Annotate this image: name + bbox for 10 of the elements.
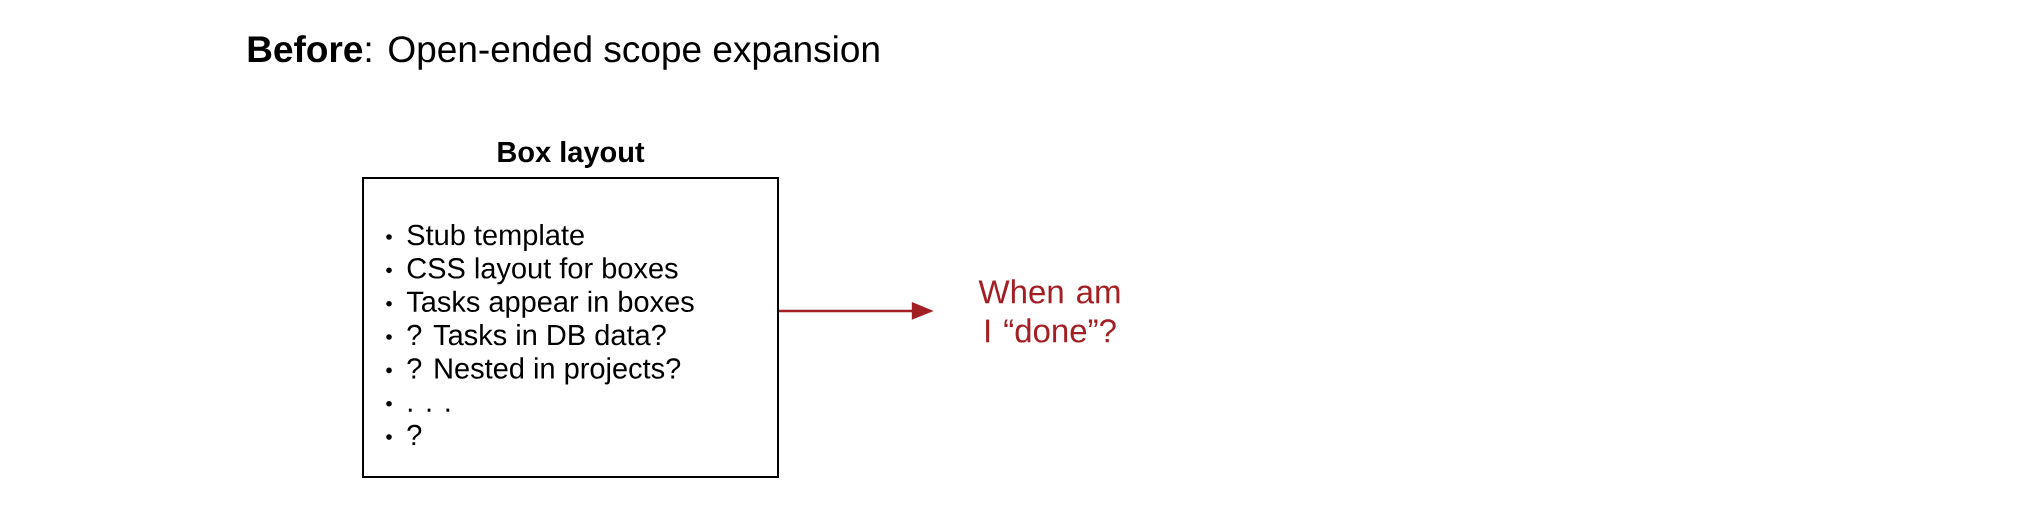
list-item: . . . bbox=[408, 408, 450, 412]
list-item: ? Nested in projects? bbox=[407, 357, 681, 385]
list-item: Stub template bbox=[407, 223, 584, 251]
title: Before: Open-ended scope expansion bbox=[248, 35, 879, 70]
list-item: ? bbox=[407, 424, 422, 446]
list-item: Tasks appear in boxes bbox=[406, 290, 694, 318]
question-text: When am I “done”? bbox=[978, 279, 1120, 343]
list-heading: Box layout bbox=[498, 140, 645, 168]
list-item: CSS layout for boxes bbox=[407, 257, 678, 285]
list-item: ? Tasks in DB data? bbox=[407, 324, 666, 346]
